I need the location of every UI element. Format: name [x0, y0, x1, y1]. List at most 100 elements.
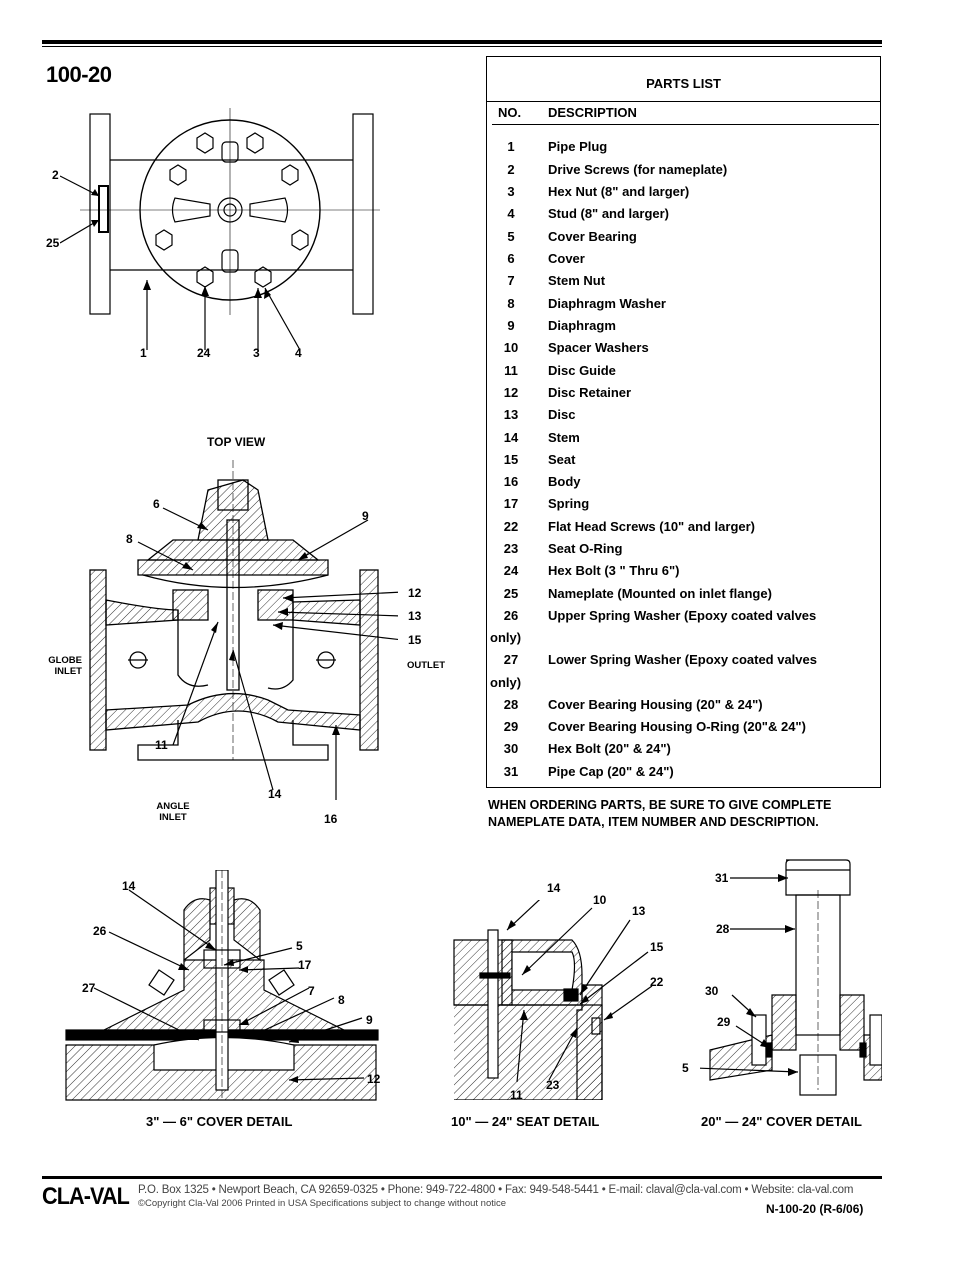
cover-large-callout-28: 28 [716, 922, 730, 936]
callout-14: 14 [268, 787, 282, 801]
part-desc: Spacer Washers [548, 340, 649, 355]
brand-logo: CLA-VAL [42, 1183, 130, 1210]
part-desc: Upper Spring Washer (Epoxy coated valves [548, 608, 817, 623]
seat-callout-23: 23 [546, 1078, 560, 1092]
detail-callout-26: 26 [93, 924, 107, 938]
seat-detail-caption: 10" — 24" SEAT DETAIL [451, 1114, 600, 1129]
seat-callout-10: 10 [593, 893, 607, 907]
part-desc: Diaphragm Washer [548, 296, 666, 311]
part-desc: Hex Bolt (3 " Thru 6") [548, 563, 680, 578]
part-no: 26 [503, 608, 519, 623]
part-desc: Stem [548, 430, 580, 445]
part-no: 5 [507, 229, 515, 244]
callout-9: 9 [362, 509, 369, 523]
cover-large-callout-29: 29 [717, 1015, 731, 1029]
part-desc-continued: only) [490, 630, 522, 645]
part-desc: Disc Retainer [548, 385, 632, 400]
part-no: 24 [503, 563, 519, 578]
callout-6: 6 [153, 497, 160, 511]
detail-callout-14: 14 [122, 879, 136, 893]
parts-list-heading: PARTS LIST [646, 76, 721, 91]
cover-detail-small-drawing [65, 870, 379, 1101]
part-no: 2 [507, 162, 515, 177]
callout-12: 12 [408, 586, 422, 600]
detail-callout-5: 5 [296, 939, 303, 953]
callout-4: 4 [295, 346, 302, 360]
seat-callout-13: 13 [632, 904, 646, 918]
part-desc: Pipe Cap (20" & 24") [548, 764, 674, 779]
part-desc: Pipe Plug [548, 139, 608, 154]
part-no: 31 [503, 764, 519, 779]
part-desc: Drive Screws (for nameplate) [548, 162, 728, 177]
header-rule-thin [42, 46, 882, 47]
part-no: 1 [507, 139, 515, 154]
part-desc-continued: only) [490, 675, 522, 690]
callout-2: 2 [52, 168, 59, 182]
part-desc: Body [548, 474, 581, 489]
part-desc: Nameplate (Mounted on inlet flange) [548, 586, 772, 601]
part-no: 25 [503, 586, 519, 601]
seat-callout-22: 22 [650, 975, 664, 989]
document-number: N-100-20 (R-6/06) [766, 1202, 864, 1216]
parts-list-header-rule [492, 124, 879, 125]
part-desc: Cover Bearing Housing O-Ring (20"& 24") [548, 719, 806, 734]
seat-detail-drawing [453, 900, 653, 1100]
seat-callout-11: 11 [510, 1088, 523, 1102]
callout-24: 24 [197, 346, 211, 360]
part-no: 3 [507, 184, 515, 199]
part-no: 8 [507, 296, 515, 311]
detail-callout-12: 12 [367, 1072, 381, 1086]
callout-11: 11 [155, 738, 168, 752]
part-desc: Cover Bearing Housing (20" & 24") [548, 697, 763, 712]
angle-inlet-label: ANGLE INLET [156, 801, 190, 823]
seat-callout-14: 14 [547, 881, 561, 895]
footer-address: P.O. Box 1325 • Newport Beach, CA 92659-… [138, 1184, 854, 1196]
part-no: 6 [507, 251, 515, 266]
part-desc: Flat Head Screws (10" and larger) [548, 519, 756, 534]
callout-15: 15 [408, 633, 422, 647]
cover-detail-large-drawing [700, 859, 882, 1096]
cover-large-callout-5: 5 [682, 1061, 689, 1075]
callout-1: 1 [140, 346, 147, 360]
cover-large-callout-30: 30 [705, 984, 719, 998]
part-no: 13 [503, 407, 519, 422]
part-desc: Cover [548, 251, 585, 266]
parts-list-box [486, 56, 881, 788]
callout-16: 16 [324, 812, 338, 826]
part-no: 11 [504, 363, 518, 378]
part-no: 9 [507, 318, 515, 333]
part-no: 22 [503, 519, 519, 534]
part-no: 7 [507, 273, 515, 288]
part-desc: Diaphragm [548, 318, 616, 333]
part-no: 30 [503, 741, 519, 756]
footer-copyright: ©Copyright Cla-Val 2006 Printed in USA S… [138, 1198, 507, 1209]
seat-callout-15: 15 [650, 940, 664, 954]
document-title: 100-20 [46, 62, 112, 87]
section-view-drawing [89, 460, 398, 800]
part-no: 10 [503, 340, 519, 355]
parts-col-desc-header: DESCRIPTION [548, 105, 637, 120]
part-no: 15 [503, 452, 519, 467]
detail-callout-17: 17 [298, 958, 312, 972]
part-desc: Lower Spring Washer (Epoxy coated valves [548, 652, 817, 667]
part-desc: Seat [548, 452, 576, 467]
part-desc: Seat O-Ring [548, 541, 623, 556]
cover-large-callout-31: 31 [715, 871, 729, 885]
part-no: 14 [503, 430, 519, 445]
part-desc: Stem Nut [548, 273, 606, 288]
parts-col-no-header: NO. [498, 105, 522, 120]
part-no: 27 [503, 652, 519, 667]
ordering-note: WHEN ORDERING PARTS, BE SURE TO GIVE COM… [488, 798, 832, 829]
part-no: 12 [503, 385, 519, 400]
detail-callout-8: 8 [338, 993, 345, 1007]
part-desc: Hex Nut (8" and larger) [548, 184, 690, 199]
part-no: 23 [503, 541, 519, 556]
part-no: 4 [507, 206, 515, 221]
part-desc: Stud (8" and larger) [548, 206, 670, 221]
part-no: 17 [503, 496, 519, 511]
callout-25: 25 [46, 236, 60, 250]
detail-callout-7: 7 [308, 984, 315, 998]
cover-detail-small-caption: 3" — 6" COVER DETAIL [146, 1114, 293, 1129]
part-desc: Spring [548, 496, 590, 511]
callout-13: 13 [408, 609, 422, 623]
